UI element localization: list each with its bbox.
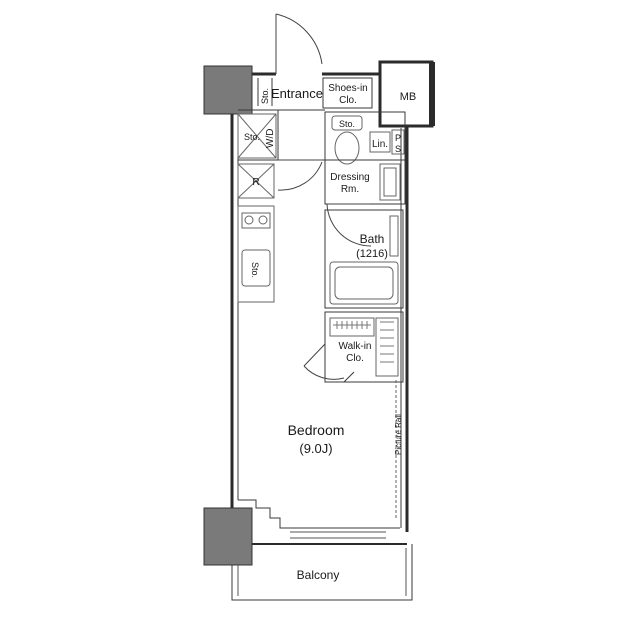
label-linen: Lin. <box>372 139 388 150</box>
label-sto-wd-area: Sto. <box>244 132 260 142</box>
label-walk-in-clo: Clo. <box>346 353 364 364</box>
stove-burner-1 <box>244 215 254 225</box>
label-balcony: Balcony <box>297 568 340 582</box>
toilet-bowl <box>334 131 360 165</box>
label-bedroom: Bedroom <box>288 422 345 438</box>
label-refrigerator: R <box>252 177 259 188</box>
label-picture-rail: Picture Rail <box>394 414 403 455</box>
label-shoes-clo: Clo. <box>339 95 357 106</box>
refrigerator-box <box>237 163 275 199</box>
label-bath-size: (1216) <box>356 248 388 260</box>
balcony-outline <box>231 544 413 601</box>
bathtub-inner <box>334 266 394 300</box>
dressing-door-arc <box>326 203 372 247</box>
bathtub-outer <box>329 261 399 305</box>
label-ps-p: P <box>395 133 401 143</box>
toilet-tank <box>331 115 363 131</box>
label-kitchen-sto: Sto. <box>250 262 260 278</box>
washbasin <box>379 163 401 201</box>
label-mb: MB <box>400 91 417 103</box>
label-ps-s: S <box>395 144 401 154</box>
label-entrance-sto: Sto. <box>260 88 270 104</box>
kitchen-sink <box>241 249 271 287</box>
column-top-left <box>203 65 253 115</box>
walk-in-angled-wall <box>325 371 355 383</box>
walk-in-closet-box <box>324 311 404 383</box>
sto-wd-box <box>237 113 277 159</box>
label-bedroom-size: (9.0J) <box>299 441 332 456</box>
walk-in-shelf-2 <box>375 317 399 377</box>
wd-diag-2 <box>237 113 277 159</box>
label-dressing-rm: Rm. <box>341 184 359 195</box>
label-entrance: Entrance <box>271 86 323 101</box>
bedroom-bottom-wall <box>238 499 400 529</box>
column-bottom-left <box>203 507 253 566</box>
label-dressing: Dressing <box>330 172 369 183</box>
hanger-rail-hatch <box>333 321 394 363</box>
bath-room-box <box>324 209 404 309</box>
walk-in-door-arc <box>303 365 345 380</box>
label-shoes-in: Shoes-in <box>328 83 367 94</box>
walk-in-shelf-1 <box>329 317 375 337</box>
stove-burner-2 <box>258 215 268 225</box>
washbasin-inner <box>383 167 397 197</box>
stove-frame <box>241 212 271 229</box>
label-bath: Bath <box>360 232 385 246</box>
linen-box <box>369 131 391 153</box>
fridge-diag-2 <box>237 163 275 199</box>
kitchen-counter <box>237 205 275 303</box>
corridor-door-arc <box>277 161 323 191</box>
label-toilet-sto: Sto. <box>339 119 355 129</box>
walk-in-door-leaf <box>303 343 326 367</box>
label-walk-in: Walk-in <box>339 341 372 352</box>
ps-box <box>391 129 405 155</box>
entrance-door-arc <box>275 13 323 65</box>
bath-shower-panel <box>389 215 399 257</box>
label-wd: W/D <box>265 129 276 148</box>
